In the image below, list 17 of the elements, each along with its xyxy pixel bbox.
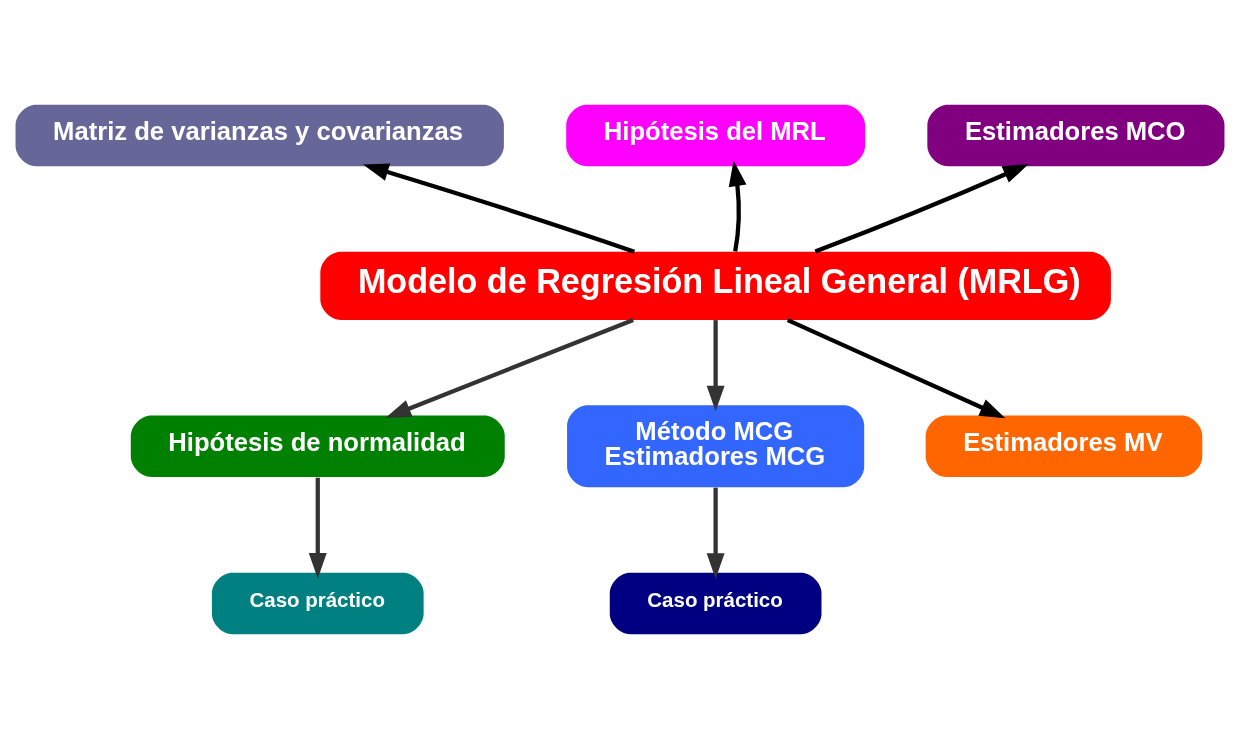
node-box: Estimadores MCO <box>927 104 1225 166</box>
node-box: Hipótesis de normalidad <box>130 415 505 477</box>
node-box: Método MCG Estimadores MCG <box>567 404 865 487</box>
node-box: Modelo de Regresión Lineal General (MRLG) <box>320 251 1111 320</box>
node-box: Caso práctico <box>609 572 822 634</box>
arrow <box>385 317 634 418</box>
arrow <box>706 487 725 579</box>
node-box: Hipótesis del MRL <box>566 104 866 166</box>
node-box: Matriz de varianzas y covarianzas <box>15 104 504 166</box>
arrow <box>814 163 1029 253</box>
node-box: Caso práctico <box>211 572 424 634</box>
arrow <box>706 319 725 411</box>
node-box: Estimadores MV <box>925 415 1203 477</box>
arrow <box>786 317 1006 418</box>
arrow <box>308 477 327 579</box>
arrow <box>728 160 747 252</box>
arrow <box>362 162 636 254</box>
